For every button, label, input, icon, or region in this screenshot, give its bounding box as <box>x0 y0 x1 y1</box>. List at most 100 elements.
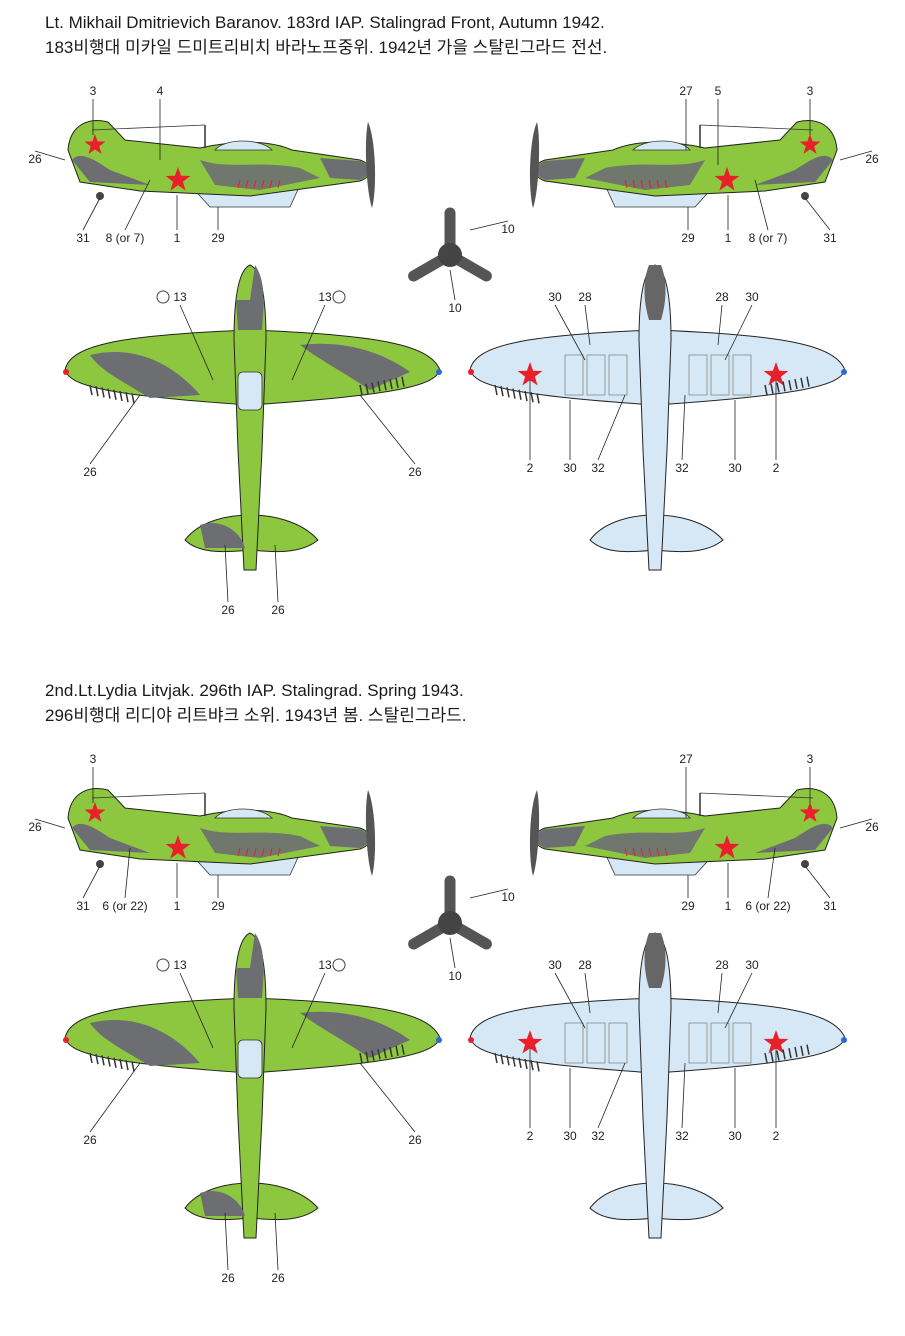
leader-line <box>804 197 831 231</box>
callout-number-side_right: 1 <box>725 899 732 913</box>
callout-number-side_right: 31 <box>823 899 837 913</box>
leader-line <box>179 972 214 1049</box>
flap-hinge <box>113 389 117 400</box>
flap-hinge <box>782 381 786 392</box>
camouflage-patch <box>755 823 833 853</box>
camouflage-patch <box>300 1011 410 1058</box>
leader-line <box>82 197 101 231</box>
callout-number-side_right: 31 <box>823 231 837 245</box>
callout-number-prop: 10 <box>448 969 462 983</box>
top-view <box>63 264 442 571</box>
nav-light-blue <box>841 1037 847 1043</box>
bottom-view <box>468 932 847 1239</box>
leader-line <box>724 972 753 1029</box>
marking-stripe <box>277 847 281 857</box>
callout-number-side_right: 8 (or 7) <box>749 231 788 245</box>
title-english: Lt. Mikhail Dmitrievich Baranov. 183rd I… <box>45 13 605 32</box>
title-english: 2nd.Lt.Lydia Litvjak. 296th IAP. Staling… <box>45 681 464 700</box>
callout-number-prop: 10 <box>501 890 515 904</box>
flap-hinge <box>764 1052 768 1064</box>
side-view-right <box>529 788 838 876</box>
leader-line <box>291 972 326 1049</box>
canopy <box>632 808 691 819</box>
callout-number-top: 26 <box>271 1271 285 1285</box>
callout-number-prop: 10 <box>448 301 462 315</box>
nav-light-red <box>63 1037 69 1043</box>
leader-line <box>681 1062 686 1129</box>
leader-line <box>804 865 831 899</box>
camouflage-patch <box>236 968 264 998</box>
red-star-insignia <box>799 134 821 154</box>
fuselage <box>638 932 672 1239</box>
camouflage-patch <box>236 300 264 330</box>
canopy <box>632 140 691 151</box>
leader-line <box>224 544 229 603</box>
flap-hinge <box>800 1045 804 1056</box>
camouflage-patch <box>585 828 705 858</box>
flap-hinge <box>770 383 774 394</box>
callout-number-side_left: 31 <box>76 899 90 913</box>
panel-detail <box>732 1022 752 1064</box>
camouflage-patch <box>200 1190 245 1216</box>
callout-number-top: 26 <box>221 603 235 617</box>
flap-hinge <box>401 1044 405 1055</box>
callout-number-side_right: 27 <box>679 84 693 98</box>
engine-cowling <box>536 158 585 180</box>
flap-hinge <box>806 1044 810 1055</box>
panel-detail <box>732 354 752 396</box>
flap-hinge <box>806 376 810 387</box>
flap-hinge <box>89 1052 93 1064</box>
nav-light-blue <box>436 1037 442 1043</box>
flap-hinge <box>776 382 780 393</box>
flap-hinge <box>107 1056 111 1067</box>
leader-line <box>224 1212 229 1271</box>
flap-hinge <box>401 376 405 387</box>
red-star-insignia <box>714 835 740 859</box>
flap-hinge <box>101 1055 105 1066</box>
callout-number-bottom: 32 <box>675 461 689 475</box>
flap-hinge <box>113 1057 117 1068</box>
callout-number-top: 13 <box>173 290 187 304</box>
engine-cowling <box>320 826 369 848</box>
red-star-insignia <box>763 1030 789 1054</box>
camouflage-patch <box>755 155 833 185</box>
propeller-front-view <box>408 875 492 950</box>
callout-number-side_left: 6 (or 22) <box>102 899 147 913</box>
antenna-wire <box>91 124 206 131</box>
flap-hinge <box>389 1046 393 1058</box>
callout-number-bottom: 30 <box>745 290 759 304</box>
nav-light-blue <box>436 369 442 375</box>
red-star-insignia <box>714 167 740 191</box>
nav-light-red <box>468 369 474 375</box>
leader-line <box>291 304 326 381</box>
callout-number-bottom: 30 <box>728 1129 742 1143</box>
leader-line <box>554 972 586 1029</box>
flap-hinge <box>389 378 393 390</box>
marking-stripe <box>261 847 265 857</box>
red-star-insignia <box>84 802 106 822</box>
flap-hinge <box>395 1045 399 1056</box>
callout-number-bottom: 30 <box>728 461 742 475</box>
leader-line <box>597 394 626 461</box>
camouflage-patch <box>200 828 320 858</box>
camouflage-patch <box>300 343 410 390</box>
panel-detail <box>564 1022 584 1064</box>
flap-hinge <box>131 393 135 404</box>
flap-hinge <box>377 1049 381 1060</box>
leader-line <box>274 544 279 603</box>
flap-hinge <box>494 1052 498 1064</box>
flap-hinge <box>524 1058 528 1070</box>
callout-number-side_left: 26 <box>28 820 42 834</box>
bottom-view <box>468 264 847 571</box>
callout-number-top: 26 <box>271 603 285 617</box>
leader-line <box>584 972 591 1014</box>
canopy <box>214 808 273 819</box>
nav-light-red <box>468 1037 474 1043</box>
engine-cowling <box>536 826 585 848</box>
flap-hinge <box>794 378 798 390</box>
marking-stripe <box>269 179 273 189</box>
side-view-left <box>67 788 376 876</box>
marking-profile-baranov: Lt. Mikhail Dmitrievich Baranov. 183rd I… <box>28 13 879 617</box>
flap-hinge <box>383 1048 387 1059</box>
flap-hinge <box>119 390 123 402</box>
